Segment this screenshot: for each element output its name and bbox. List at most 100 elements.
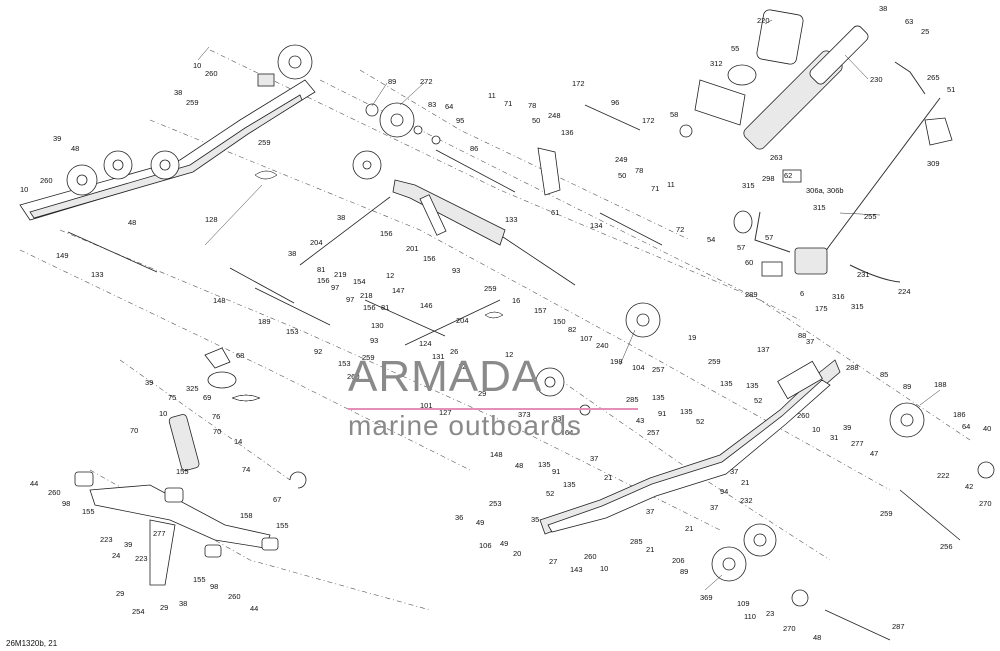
callout-157: 157 (534, 306, 547, 315)
callout-29: 29 (116, 589, 124, 598)
callout-25: 25 (921, 27, 929, 36)
callout-201: 201 (406, 244, 419, 253)
callout-150: 150 (553, 317, 566, 326)
callout-198: 198 (610, 357, 623, 366)
front-arm-assembly (74, 347, 307, 586)
callout-64: 64 (565, 428, 573, 437)
callout-52: 52 (696, 417, 704, 426)
callout-38: 38 (337, 213, 345, 222)
callout-78: 78 (635, 166, 643, 175)
callout-257: 257 (647, 428, 660, 437)
callout-147: 147 (392, 286, 405, 295)
callout-12: 12 (386, 271, 394, 280)
callout-104: 104 (632, 363, 645, 372)
rear-rail-assembly (535, 302, 995, 607)
callout-37: 37 (590, 454, 598, 463)
callout-83: 83 (553, 414, 561, 423)
callout-97: 97 (346, 295, 354, 304)
callout-155: 155 (193, 575, 206, 584)
callout-50: 50 (618, 171, 626, 180)
callout-135: 135 (652, 393, 665, 402)
callout-75: 75 (168, 393, 176, 402)
callout-133: 133 (91, 270, 104, 279)
callout-48: 48 (515, 461, 523, 470)
callout-224: 224 (898, 287, 911, 296)
callout-48: 48 (813, 633, 821, 642)
callout-223: 223 (135, 554, 148, 563)
callout-232: 232 (740, 496, 753, 505)
callout-49: 49 (476, 518, 484, 527)
callout-51: 51 (947, 85, 955, 94)
callout-260: 260 (48, 488, 61, 497)
rear-shock (679, 9, 953, 150)
callout-186: 186 (953, 410, 966, 419)
callout-70: 70 (130, 426, 138, 435)
callout-127: 127 (439, 408, 452, 417)
callout-133: 133 (505, 215, 518, 224)
callout-71: 71 (651, 184, 659, 193)
callout-270: 270 (979, 499, 992, 508)
callout-277: 277 (153, 529, 166, 538)
callout-188: 188 (934, 380, 947, 389)
callout-11: 11 (667, 180, 675, 189)
callout-82: 82 (568, 325, 576, 334)
callout-277: 277 (851, 439, 864, 448)
callout-154: 154 (353, 277, 366, 286)
callout-143: 143 (570, 565, 583, 574)
callout-288: 288 (846, 363, 859, 372)
callout-52: 52 (754, 396, 762, 405)
callout-78: 78 (528, 101, 536, 110)
callout-81: 81 (317, 265, 325, 274)
callout-106: 106 (479, 541, 492, 550)
callout-21: 21 (685, 524, 693, 533)
callout-135: 135 (746, 381, 759, 390)
callout-62: 62 (784, 171, 792, 180)
callout-37: 37 (710, 503, 718, 512)
callout-148: 148 (490, 450, 503, 459)
callout-110: 110 (744, 612, 756, 621)
callout-153: 153 (286, 327, 299, 336)
callout-156: 156 (363, 303, 376, 312)
callout-315: 315 (742, 181, 755, 190)
callout-259: 259 (362, 353, 375, 362)
callout-39: 39 (53, 134, 61, 143)
callout-98: 98 (210, 582, 218, 591)
leader-lines (197, 19, 941, 591)
callout-287: 287 (892, 622, 905, 631)
callout-128: 128 (205, 215, 218, 224)
callout-47: 47 (870, 449, 878, 458)
callout-38: 38 (179, 599, 187, 608)
callout-91: 91 (552, 467, 560, 476)
callout-10: 10 (193, 61, 201, 70)
callout-137: 137 (757, 345, 770, 354)
callout-12: 12 (505, 350, 513, 359)
callout-49: 49 (500, 539, 508, 548)
callout-12: 12 (458, 362, 466, 371)
callout-259: 259 (484, 284, 497, 293)
callout-69: 69 (203, 393, 211, 402)
callout-10: 10 (600, 564, 608, 573)
callout-315: 315 (851, 302, 864, 311)
callout-135: 135 (680, 407, 693, 416)
callout-315: 315 (813, 203, 826, 212)
callout-255: 255 (864, 212, 877, 221)
callout-44: 44 (250, 604, 258, 613)
callout-259: 259 (186, 98, 199, 107)
callout-88: 88 (798, 331, 806, 340)
callout-149: 149 (56, 251, 69, 260)
callout-155: 155 (176, 467, 189, 476)
brand-name: ARMADA (348, 352, 543, 401)
center-arm-assembly (352, 102, 561, 246)
callout-20: 20 (513, 549, 521, 558)
callout-93: 93 (452, 266, 460, 275)
callout-86: 86 (470, 144, 478, 153)
callout-131: 131 (432, 352, 445, 361)
callout-98: 98 (62, 499, 70, 508)
callout-134: 134 (590, 221, 603, 230)
callout-21: 21 (604, 473, 612, 482)
callout-220: 220 (757, 16, 770, 25)
callout-231: 231 (857, 270, 870, 279)
front-rail-assembly (19, 44, 316, 221)
callout-48: 48 (71, 144, 79, 153)
springs (204, 170, 504, 402)
